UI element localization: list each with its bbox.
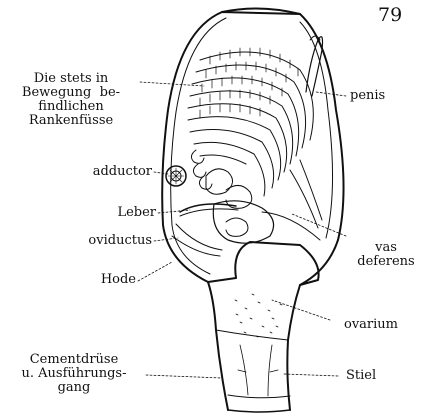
label-cementdruese: Cementdrüse u. Ausführungs- gang <box>4 353 144 395</box>
label-cementdruese-line: gang <box>4 381 144 395</box>
label-leber: Leber <box>70 206 156 220</box>
label-rankenfuesse-line: Bewegung be- <box>2 86 140 100</box>
label-vas-deferens: vas deferens <box>350 241 422 269</box>
label-stiel: Stiel <box>346 369 376 383</box>
label-hode: Hode <box>70 273 136 287</box>
label-oviductus: oviductus <box>50 234 152 248</box>
label-adductor: adductor <box>60 165 152 179</box>
label-rankenfuesse-line: findlichen <box>2 100 140 114</box>
label-vas-deferens-line: deferens <box>350 255 422 269</box>
label-cementdruese-line: u. Ausführungs- <box>4 367 144 381</box>
label-vas-deferens-line: vas <box>350 241 422 255</box>
label-rankenfuesse: Die stets in Bewegung be- findlichen Ran… <box>2 72 140 128</box>
label-rankenfuesse-line: Rankenfüsse <box>2 114 140 128</box>
label-ovarium: ovarium <box>344 318 398 332</box>
label-penis: penis <box>350 89 385 103</box>
label-cementdruese-line: Cementdrüse <box>4 353 144 367</box>
label-rankenfuesse-line: Die stets in <box>2 72 140 86</box>
